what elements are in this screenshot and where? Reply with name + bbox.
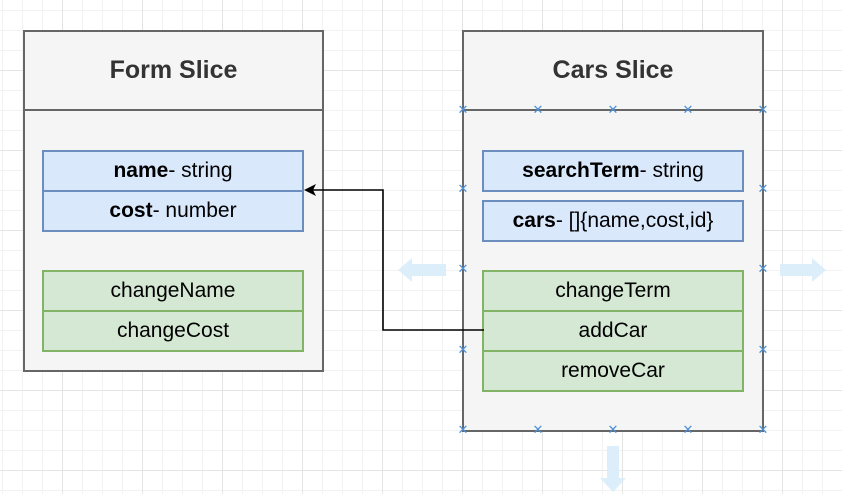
- form-field-cost[interactable]: cost - number: [42, 190, 304, 232]
- cars-slice-title: Cars Slice: [464, 32, 762, 111]
- hover-arrow-right-icon[interactable]: [780, 258, 826, 282]
- field-name-label: cost: [109, 199, 153, 222]
- hover-arrow-left-icon[interactable]: [398, 258, 446, 282]
- field-type-label: - string: [639, 159, 704, 182]
- selection-handle-icon[interactable]: ✕: [757, 103, 769, 118]
- field-type-label: - []{name,cost,id}: [555, 209, 714, 232]
- field-name-label: cars: [512, 209, 556, 232]
- selection-handle-icon[interactable]: ✕: [457, 262, 469, 277]
- selection-handle-icon[interactable]: ✕: [457, 343, 469, 358]
- selection-handle-icon[interactable]: ✕: [457, 423, 469, 438]
- selection-handle-icon[interactable]: ✕: [757, 343, 769, 358]
- action-change-cost[interactable]: changeCost: [42, 310, 304, 352]
- field-name-label: searchTerm: [522, 159, 640, 182]
- selection-handle-icon[interactable]: ✕: [457, 182, 469, 197]
- hover-arrow-down-icon[interactable]: [600, 446, 626, 492]
- field-name-label: name: [113, 159, 169, 182]
- form-slice-title: Form Slice: [25, 32, 322, 111]
- selection-handle-icon[interactable]: ✕: [757, 262, 769, 277]
- cars-field-search-term[interactable]: searchTerm - string: [482, 150, 744, 192]
- action-change-name[interactable]: changeName: [42, 270, 304, 312]
- form-field-name[interactable]: name - string: [42, 150, 304, 192]
- action-change-term[interactable]: changeTerm: [482, 270, 744, 312]
- connector-arrow[interactable]: [304, 184, 484, 331]
- cars-field-cars[interactable]: cars - []{name,cost,id}: [482, 200, 744, 242]
- action-add-car[interactable]: addCar: [482, 310, 744, 352]
- selection-handle-icon[interactable]: ✕: [682, 423, 694, 438]
- selection-handle-icon[interactable]: ✕: [607, 423, 619, 438]
- selection-handle-icon[interactable]: ✕: [457, 103, 469, 118]
- selection-handle-icon[interactable]: ✕: [532, 103, 544, 118]
- field-type-label: - string: [168, 159, 233, 182]
- selection-handle-icon[interactable]: ✕: [682, 103, 694, 118]
- selection-handle-icon[interactable]: ✕: [532, 423, 544, 438]
- selection-handle-icon[interactable]: ✕: [757, 423, 769, 438]
- selection-handle-icon[interactable]: ✕: [757, 182, 769, 197]
- field-type-label: - number: [152, 199, 237, 222]
- selection-handle-icon[interactable]: ✕: [607, 103, 619, 118]
- action-remove-car[interactable]: removeCar: [482, 350, 744, 392]
